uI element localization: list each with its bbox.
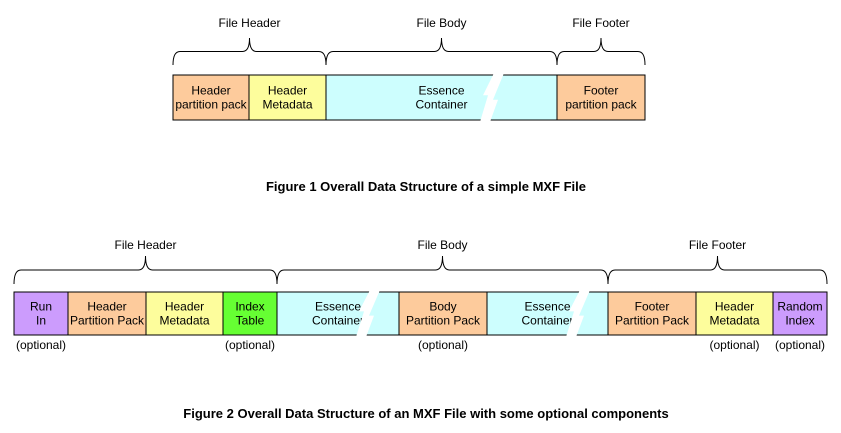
break-mark: [356, 290, 380, 337]
figure-caption: Figure 2 Overall Data Structure of an MX…: [183, 406, 668, 421]
cell-box: [248, 74, 327, 121]
group-label-body: File Body: [416, 16, 466, 30]
cell-label-line-1: Index: [235, 300, 264, 314]
cell-label-line-1: Body: [429, 300, 456, 314]
brace-footer: [556, 37, 646, 66]
cell-label-line-2: Container: [415, 98, 467, 112]
cell-label-line-2: Partition Pack: [406, 314, 481, 328]
group-label-header: File Header: [218, 16, 280, 30]
optional-note: (optional): [418, 338, 468, 352]
cell-label-line-2: partition pack: [565, 98, 637, 112]
cell-label-line-2: Metadata: [262, 98, 312, 112]
cell-label-line-1: Random: [777, 300, 822, 314]
optional-note: (optional): [775, 338, 825, 352]
brace-header: [172, 37, 327, 66]
cell-label-line-2: Metadata: [709, 314, 759, 328]
group-label-footer: File Footer: [572, 16, 629, 30]
brace-body: [276, 255, 609, 285]
cell-box: [276, 291, 400, 336]
figure-caption: Figure 1 Overall Data Structure of a sim…: [266, 179, 586, 194]
cell-label-line-1: Essence: [315, 300, 361, 314]
cell-label-line-1: Header: [191, 84, 230, 98]
cell-label-line-2: Metadata: [159, 314, 209, 328]
cell-label-line-1: Header: [715, 300, 754, 314]
cell-box: [772, 291, 828, 336]
cell-label-line-1: Essence: [418, 84, 464, 98]
group-label-footer: File Footer: [689, 238, 746, 252]
cell-label-line-2: partition pack: [175, 98, 247, 112]
cell-label-line-1: Header: [165, 300, 204, 314]
optional-note: (optional): [709, 338, 759, 352]
cell-box: [556, 74, 646, 121]
brace-footer: [607, 255, 828, 285]
group-label-body: File Body: [417, 238, 467, 252]
cell-label-line-2: In: [36, 314, 46, 328]
break-mark: [480, 73, 504, 122]
cell-label-line-1: Header: [268, 84, 307, 98]
cell-label-line-1: Footer: [635, 300, 670, 314]
cell-label-line-1: Run: [30, 300, 52, 314]
cell-label-line-1: Header: [87, 300, 126, 314]
cell-box: [398, 291, 488, 336]
cell-box: [172, 74, 250, 121]
cell-label-line-2: Container: [521, 314, 573, 328]
optional-note: (optional): [225, 338, 275, 352]
cell-box: [486, 291, 609, 336]
cell-box: [325, 74, 558, 121]
cell-label-line-2: Index: [785, 314, 814, 328]
group-label-header: File Header: [114, 238, 176, 252]
brace-header: [13, 255, 278, 285]
cell-label-line-2: Partition Pack: [70, 314, 145, 328]
cell-label-line-2: Partition Pack: [615, 314, 690, 328]
cell-label-line-2: Container: [312, 314, 364, 328]
cell-box: [67, 291, 147, 336]
cell-box: [695, 291, 774, 336]
optional-note: (optional): [16, 338, 66, 352]
cell-label-line-2: Table: [236, 314, 265, 328]
break-mark: [566, 290, 590, 337]
brace-body: [325, 37, 558, 66]
cell-label-line-1: Footer: [584, 84, 619, 98]
cell-label-line-1: Essence: [524, 300, 570, 314]
